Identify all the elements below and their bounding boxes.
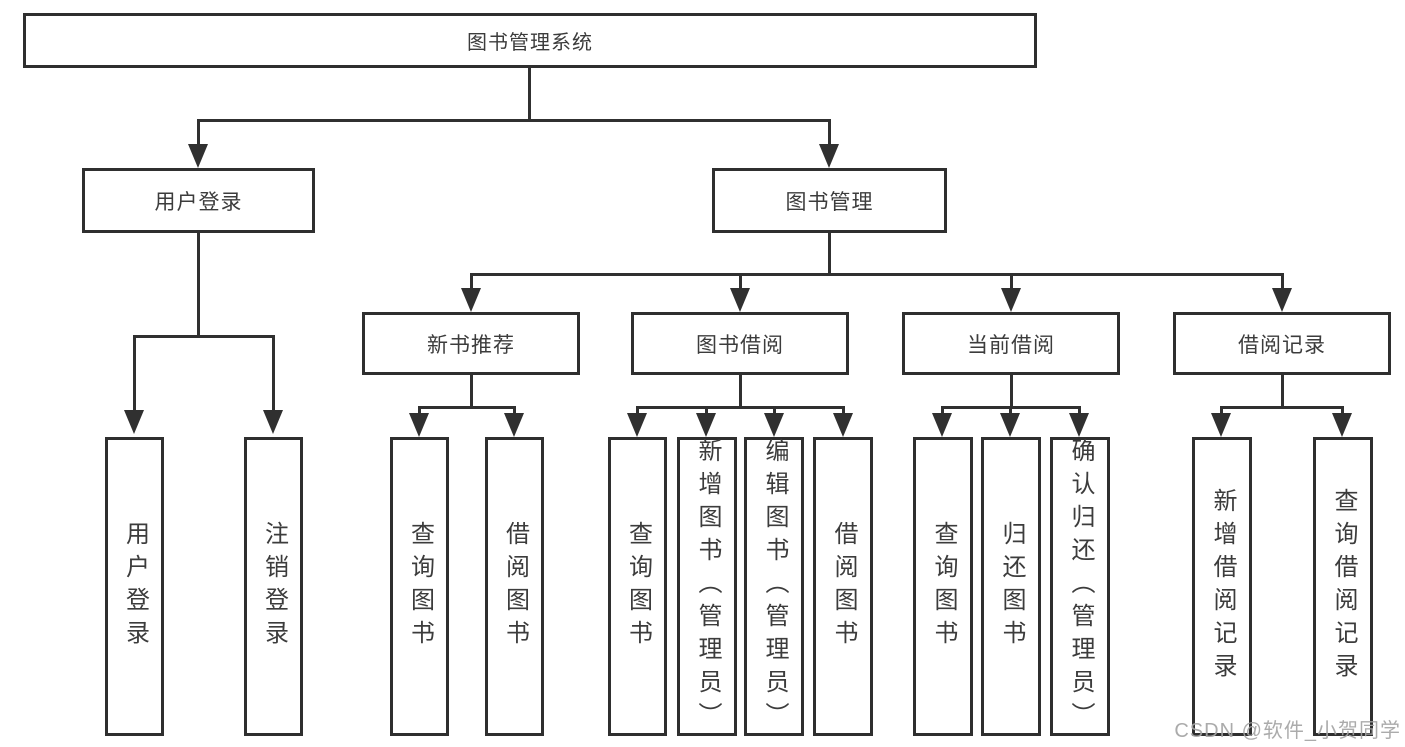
arrow-to-leaf	[932, 413, 952, 437]
node-label: 图书借阅	[696, 333, 784, 357]
node-label: 用户登录	[154, 190, 243, 214]
node-current-borrow: 当前借阅	[902, 312, 1120, 375]
node-label: 查询图书	[624, 520, 652, 653]
arrow-to-login-leaf	[124, 410, 144, 434]
connector-root-hline	[197, 119, 831, 122]
node-new-book-recommend: 新书推荐	[362, 312, 580, 375]
node-label: 借阅记录	[1238, 333, 1326, 357]
connector-leaf-drop	[941, 406, 944, 416]
leaf-borrow-books-recommend: 借阅图书	[485, 437, 544, 736]
node-label: 图书管理系统	[467, 32, 593, 54]
node-user-login: 用户登录	[82, 168, 315, 233]
leaf-add-books-admin: 新增图书（管理员）	[677, 437, 737, 736]
arrow-to-leaf	[764, 413, 784, 437]
node-label: 借阅图书	[501, 520, 529, 653]
node-label: 借阅图书	[830, 520, 857, 653]
arrow-to-leaf	[504, 413, 524, 437]
leaf-query-books-current: 查询图书	[913, 437, 973, 736]
connector-leaf-drop	[1341, 406, 1344, 416]
connector-recommend-stem	[470, 375, 473, 406]
node-label: 用户登录	[121, 520, 149, 653]
node-borrow-records: 借阅记录	[1173, 312, 1391, 375]
node-label: 新书推荐	[427, 333, 515, 357]
arrow-to-borrow	[730, 288, 750, 312]
node-book-manage: 图书管理	[712, 168, 947, 233]
connector-leaf-drop	[1078, 406, 1081, 416]
arrow-to-user-login	[188, 144, 208, 168]
connector-leaf-drop	[636, 406, 639, 416]
node-label: 注销登录	[260, 520, 288, 653]
connector-leaf-drop	[513, 406, 516, 416]
node-book-borrow: 图书借阅	[631, 312, 849, 375]
arrow-to-leaf	[696, 413, 716, 437]
connector-borrow-drop	[739, 273, 742, 291]
node-label: 归还图书	[998, 520, 1025, 653]
leaf-return-books: 归还图书	[981, 437, 1041, 736]
node-label: 编辑图书（管理员）	[761, 438, 788, 735]
leaf-query-books-borrow: 查询图书	[608, 437, 667, 736]
node-label: 查询图书	[930, 520, 957, 653]
connector-leaf-drop	[705, 406, 708, 416]
leaf-user-login: 用户登录	[105, 437, 164, 736]
arrow-to-leaf	[833, 413, 853, 437]
connector-records-hline	[1220, 406, 1344, 409]
node-label: 新增图书（管理员）	[694, 438, 721, 735]
node-label: 图书管理	[785, 190, 874, 214]
arrow-to-leaf	[1211, 413, 1231, 437]
leaf-confirm-return-admin: 确认归还（管理员）	[1050, 437, 1110, 736]
node-label: 确认归还（管理员）	[1067, 438, 1094, 735]
arrow-to-book-manage	[819, 144, 839, 168]
connector-leaf-drop	[842, 406, 845, 416]
leaf-add-borrow-record: 新增借阅记录	[1192, 437, 1252, 736]
leaf-borrow-books: 借阅图书	[813, 437, 873, 736]
arrow-to-recommend	[461, 288, 481, 312]
connector-manage-drop	[828, 119, 831, 147]
connector-login-hline	[133, 335, 275, 338]
connector-root-stem	[528, 68, 531, 119]
csdn-watermark: CSDN @软件_小贺同学	[1174, 720, 1401, 742]
leaf-edit-books-admin: 编辑图书（管理员）	[744, 437, 804, 736]
arrow-to-records	[1272, 288, 1292, 312]
node-label: 新增借阅记录	[1209, 487, 1236, 686]
connector-records-drop	[1281, 273, 1284, 291]
arrow-to-leaf	[1000, 413, 1020, 437]
arrow-to-leaf	[409, 413, 429, 437]
connector-manage-stem	[828, 233, 831, 275]
node-label: 当前借阅	[967, 333, 1055, 357]
connector-borrow-hline	[636, 406, 845, 409]
node-library-management-system: 图书管理系统	[23, 13, 1037, 68]
connector-records-stem	[1281, 375, 1284, 406]
connector-manage-hline	[470, 273, 1283, 276]
connector-current-stem	[1010, 375, 1013, 406]
connector-leaf-drop	[1220, 406, 1223, 416]
arrow-to-logout-leaf	[263, 410, 283, 434]
arrow-to-leaf	[627, 413, 647, 437]
leaf-query-borrow-record: 查询借阅记录	[1313, 437, 1373, 736]
connector-borrow-stem	[739, 375, 742, 406]
leaf-logout: 注销登录	[244, 437, 303, 736]
connector-leaf-drop	[773, 406, 776, 416]
node-label: 查询图书	[406, 520, 434, 653]
connector-leaf-drop	[1009, 406, 1012, 416]
leaf-query-books-recommend: 查询图书	[390, 437, 449, 736]
connector-recommend-drop	[470, 273, 473, 291]
connector-leaf-drop	[418, 406, 421, 416]
connector-login-leaf-drop	[133, 335, 136, 412]
connector-recommend-hline	[418, 406, 516, 409]
connector-login-stem	[197, 233, 200, 335]
arrow-to-current	[1001, 288, 1021, 312]
connector-current-drop	[1010, 273, 1013, 291]
arrow-to-leaf	[1069, 413, 1089, 437]
connector-logout-leaf-drop	[272, 335, 275, 412]
arrow-to-leaf	[1332, 413, 1352, 437]
connector-login-drop	[197, 119, 200, 147]
node-label: 查询借阅记录	[1330, 487, 1357, 686]
